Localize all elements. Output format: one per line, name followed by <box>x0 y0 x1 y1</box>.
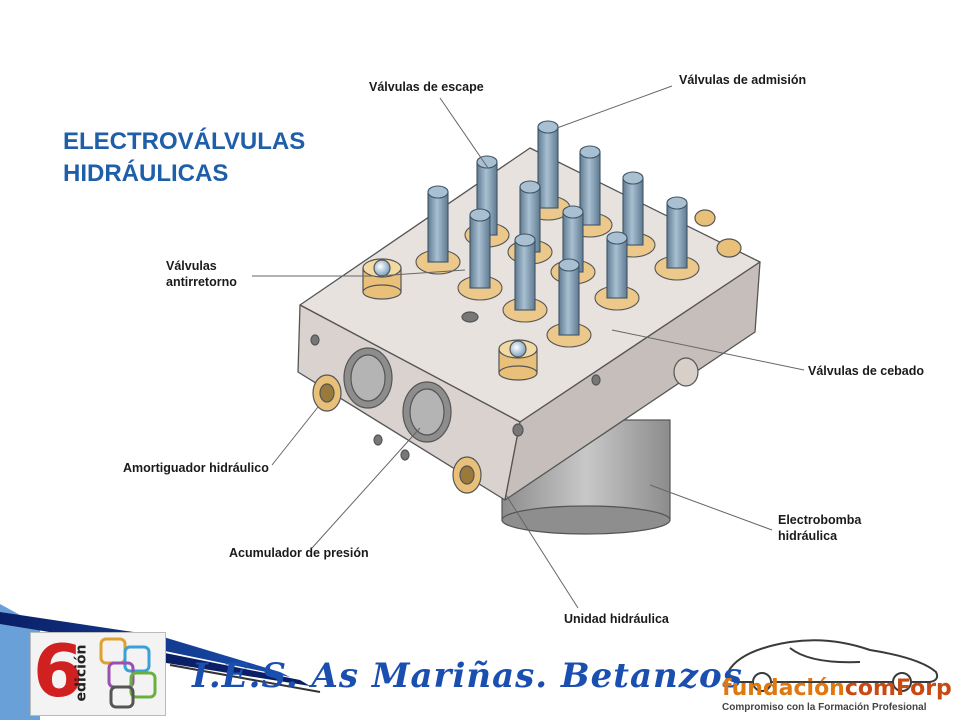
label-check-valves-line-2: antirretorno <box>166 275 237 289</box>
label-intake-valves: Válvulas de admisión <box>679 73 807 87</box>
label-check-valves-line-1: Válvulas <box>166 259 217 273</box>
valve-pin <box>606 231 628 299</box>
label-electric-pump: Electrobomba hidráulica <box>778 512 861 544</box>
page-title: ELECTROVÁLVULAS HIDRÁULICAS <box>63 126 305 190</box>
solenoid-valve-pins <box>427 120 688 336</box>
edition-squares-icon <box>99 637 157 709</box>
sixth-edition-logo: 6 edición <box>30 629 166 716</box>
block-side-face <box>504 261 761 501</box>
label-exhaust-valves: Válvulas de escape <box>369 80 484 94</box>
fundacion-logo-text: fundacióncomForp <box>722 676 952 701</box>
valve-pin <box>579 145 601 226</box>
edition-word: edición <box>73 644 90 702</box>
leader-lines <box>252 85 805 609</box>
front-ports <box>310 209 742 494</box>
valve-pin <box>666 196 688 269</box>
fundacion-text-part1: fundación <box>722 676 845 701</box>
car-logo <box>726 639 939 692</box>
fundacion-text-part2: comForp <box>844 676 952 701</box>
title-line-1: ELECTROVÁLVULAS <box>63 128 306 155</box>
valve-pin <box>537 120 559 209</box>
label-hydraulic-damper: Amortiguador hidráulico <box>123 461 269 475</box>
fundacion-tagline: Compromiso con la Formación Profesional <box>722 702 927 713</box>
check-valve-caps <box>362 258 538 381</box>
label-pressure-accumulator: Acumulador de presión <box>229 546 369 560</box>
school-name: I.E.S. As Mariñas. Betanzos <box>192 656 743 696</box>
label-priming-valves: Válvulas de cebado <box>808 364 925 378</box>
edition-number: 6 <box>33 629 84 713</box>
label-check-valves: Válvulas antirretorno <box>166 258 237 290</box>
valve-pin <box>469 208 491 289</box>
valve-pin <box>427 185 449 263</box>
label-electric-pump-line-2: hidráulica <box>778 529 838 543</box>
label-hydraulic-unit: Unidad hidráulica <box>564 612 669 626</box>
valve-pin <box>622 171 644 246</box>
valve-pin <box>514 233 536 311</box>
title-line-2: HIDRÁULICAS <box>63 160 229 187</box>
valve-pin <box>558 258 580 336</box>
label-electric-pump-line-1: Electrobomba <box>778 513 862 527</box>
edition-word-wrap: edición <box>74 639 93 709</box>
